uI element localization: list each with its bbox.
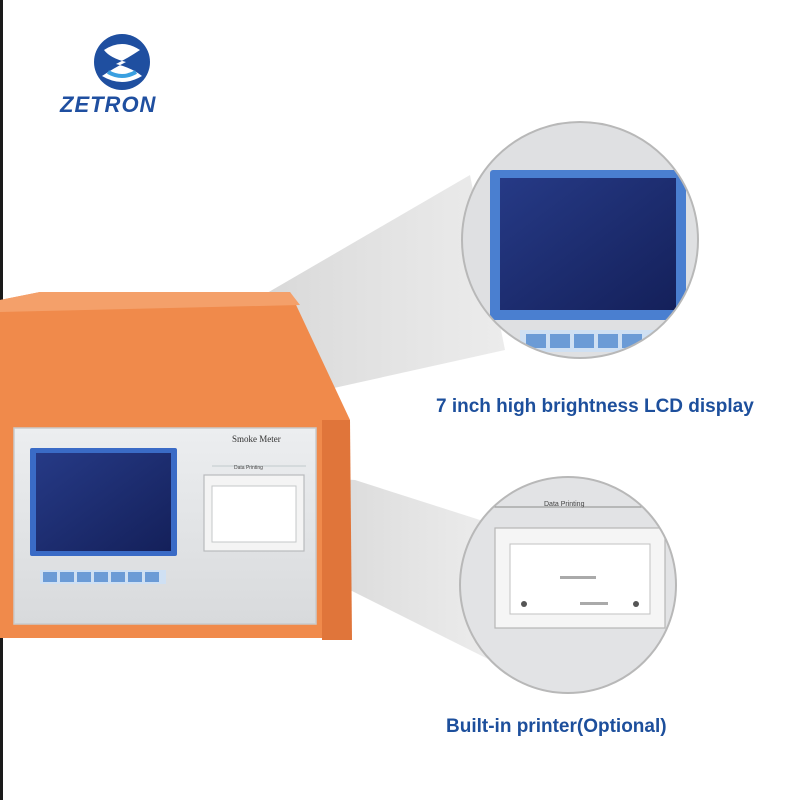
data-printing-label: Data Printing	[234, 465, 263, 471]
zoom-data-printing-label: Data Printing	[544, 501, 585, 508]
printer-caption: Built-in printer(Optional)	[446, 716, 667, 737]
smoke-meter-device	[0, 292, 352, 640]
lcd-zoom-circle	[461, 121, 699, 359]
zetron-logo-text: ZETRON	[60, 92, 157, 117]
printer-zoom-circle	[459, 476, 677, 694]
smoke-meter-label: Smoke Meter	[232, 434, 281, 444]
zetron-swirl-logo-icon	[94, 34, 150, 90]
lcd-display-caption: 7 inch high brightness LCD display	[436, 396, 754, 417]
